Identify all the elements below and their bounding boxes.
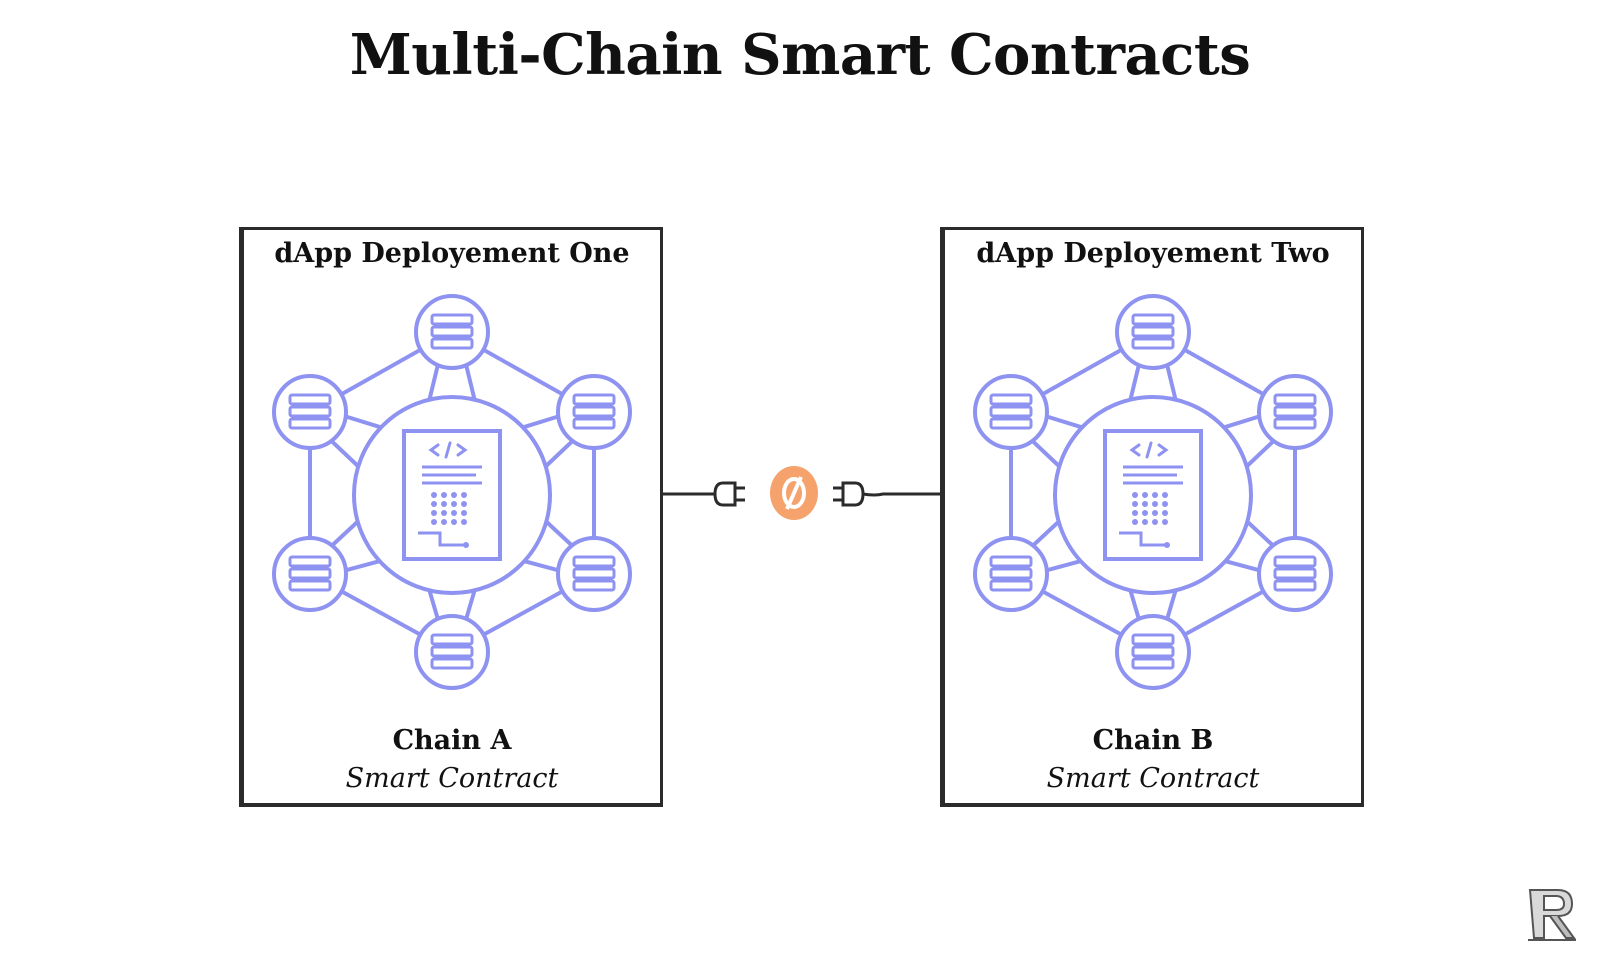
chain-name: Chain A [392,725,512,756]
server-stack-icon [1257,374,1333,450]
chain-subtitle: Smart Contract [1046,763,1260,794]
server-stack-icon [414,614,490,690]
publisher-logo-icon [1528,889,1576,941]
server-stack-icon [272,536,348,612]
deployment-panel-one: dApp Deployement One Chain A Smart Contr… [239,227,663,807]
blockchain-network-diagram [272,294,632,690]
deployment-heading: dApp Deployement Two [976,238,1330,269]
server-stack-icon [1257,536,1333,612]
smart-contract-document-icon [402,429,502,561]
plug-left-icon [713,481,745,507]
server-stack-icon [1115,294,1191,370]
server-stack-icon [973,536,1049,612]
server-stack-icon [1115,614,1191,690]
plug-right-icon [833,481,865,507]
server-stack-icon [414,294,490,370]
server-stack-icon [556,374,632,450]
page-title: Multi-Chain Smart Contracts [349,22,1251,88]
connection-cable-right [862,492,943,497]
no-entry-icon [770,466,818,520]
smart-contract-document-icon [1103,429,1203,561]
server-stack-icon [556,536,632,612]
blockchain-network-diagram [973,294,1333,690]
blocked-connection [663,466,943,520]
deployment-heading: dApp Deployement One [274,238,630,269]
chain-subtitle: Smart Contract [345,763,559,794]
deployment-panel-two: dApp Deployement Two Chain B Smart Contr… [940,227,1364,807]
chain-name: Chain B [1092,725,1214,756]
server-stack-icon [272,374,348,450]
server-stack-icon [973,374,1049,450]
